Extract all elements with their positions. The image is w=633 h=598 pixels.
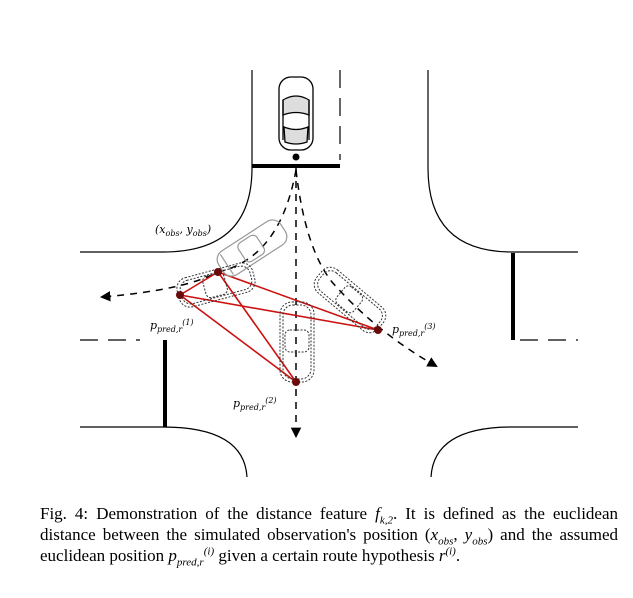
caption-text-2: . It is defined as the euclidean distanc…	[40, 504, 619, 544]
stop-lines	[163, 164, 515, 427]
predicted-car-2-icon	[279, 301, 315, 383]
observation-point	[214, 268, 222, 276]
caption-prefix: Fig. 4:	[40, 504, 89, 523]
ego-car-icon	[278, 76, 314, 151]
caption-text-4: given a certain route hypothesis	[214, 546, 439, 565]
caption-text-1: Demonstration of the distance feature	[96, 504, 376, 523]
pred1-label: ppred,r(1)	[150, 318, 194, 334]
road-edge-top-left	[80, 70, 253, 253]
road-edges	[80, 70, 578, 478]
distance-line-1	[179, 271, 219, 296]
road-edge-top-right	[427, 70, 578, 253]
points	[176, 153, 382, 386]
predicted-car-1-icon	[176, 262, 256, 308]
observed-car-icon	[216, 219, 288, 277]
route-arrow-right	[295, 169, 438, 368]
pred-point-3	[374, 326, 382, 334]
caption-text-3: ) and the assumed euclidean position	[40, 525, 618, 565]
observation-label: (xobs, yobs)	[155, 223, 211, 238]
road-edge-bottom-right	[430, 426, 578, 478]
distance-line-1-2	[179, 294, 297, 383]
ego-point	[292, 153, 300, 161]
distance-line-3	[217, 271, 379, 331]
distance-lines	[179, 271, 379, 383]
distance-line-2	[217, 271, 297, 383]
pred-point-1	[176, 291, 184, 299]
road-edge-bottom-left	[80, 426, 248, 478]
pred-point-2	[292, 378, 300, 386]
figure-caption: Fig. 4: Demonstration of the distance fe…	[40, 504, 619, 569]
lane-markings	[80, 70, 578, 341]
pred3-label: ppred,r(3)	[392, 322, 436, 338]
pred2-label: ppred,r(2)	[233, 396, 277, 412]
